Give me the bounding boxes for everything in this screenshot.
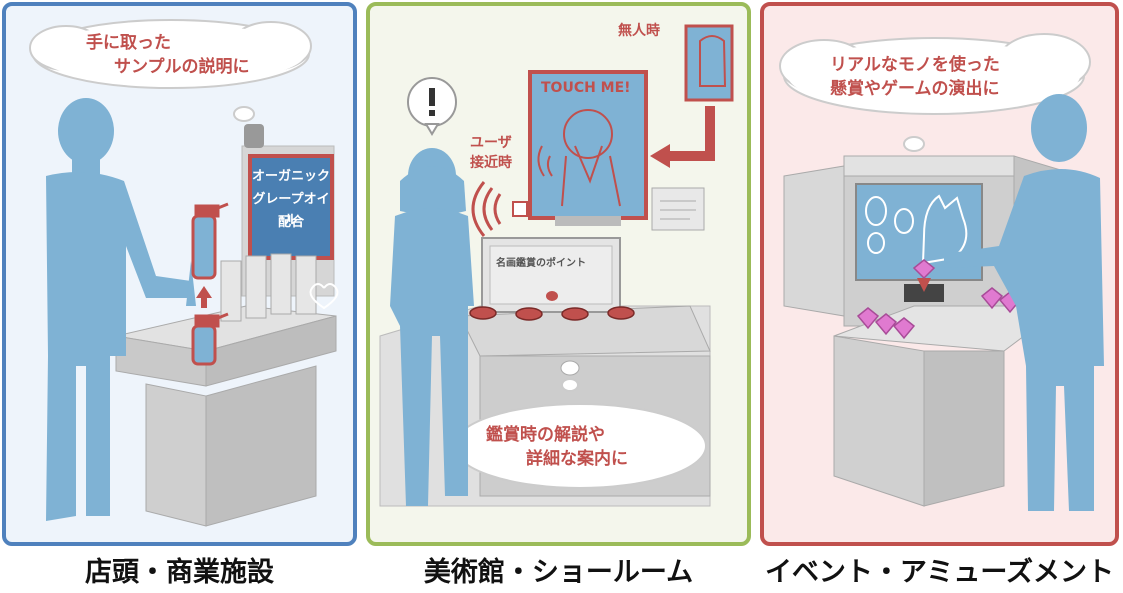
down-arrow-icon [917, 278, 931, 292]
small-bottle-icon [244, 124, 264, 148]
up-arrow-icon [196, 286, 212, 308]
person-silhouette-icon [944, 94, 1104, 511]
retail-illustration [29, 19, 339, 527]
spray-bottle-icon [191, 202, 229, 366]
touch-me-poster [528, 70, 648, 220]
person-silhouette-icon [390, 148, 474, 506]
retail-caption: 店頭・商業施設 [85, 557, 274, 588]
portrait-icon [537, 109, 621, 207]
pedestal [904, 284, 944, 302]
bubble-line-2: サンプルの説明に [114, 57, 250, 77]
turn-arrow-icon [670, 106, 715, 161]
event-panel: リアルなモノを使った 懸賞やゲームの演出に [760, 2, 1119, 546]
label-approach-line-2: 接近時 [470, 155, 512, 171]
exclamation-icon [407, 77, 457, 136]
label-unattended: 無人時 [618, 23, 660, 39]
person-silhouette-icon [46, 98, 196, 521]
museum-panel: 無人時 ユーザ 接近時 TOUCH ME! 名画鑑賞のポイント 鑑賞時の解説や … [366, 2, 751, 546]
sign-line-1: オーガニック [251, 169, 330, 184]
sign-board [248, 154, 334, 260]
bubble-line-1: 手に取った [86, 33, 171, 53]
fish-icon [865, 196, 914, 254]
jewel-icon [856, 259, 1022, 340]
center-button [546, 291, 558, 301]
thought-bubble-icon [779, 33, 1091, 167]
unattended-poster [684, 24, 734, 102]
bubble-line-2: 懸賞やゲームの演出に [830, 79, 1000, 99]
retail-panel: 手に取った サンプルの説明に オーガニック グレープオイル 配合 [2, 2, 357, 546]
sign-line-2: グレープオイル [252, 192, 330, 228]
museum-caption: 美術館・ショールーム [423, 557, 694, 588]
event-caption: イベント・アミューズメント [764, 557, 1115, 588]
sensor-waves-icon [471, 181, 502, 237]
bubble-line-1: 鑑賞時の解説や [486, 425, 605, 445]
bubble-line-1: リアルなモノを使った [830, 55, 1000, 75]
sign-line-3: 配合 [277, 215, 304, 230]
museum-illustration [379, 24, 734, 507]
heart-icon [309, 283, 339, 310]
poster-text: TOUCH ME! [541, 80, 631, 96]
event-illustration [779, 33, 1104, 511]
screen-title: 名画鑑賞のポイント [496, 258, 586, 269]
thought-bubble-icon [29, 19, 312, 137]
bubble-line-2: 詳細な案内に [526, 449, 628, 469]
label-approach-line-1: ユーザ [470, 135, 512, 151]
red-buttons [469, 306, 635, 321]
